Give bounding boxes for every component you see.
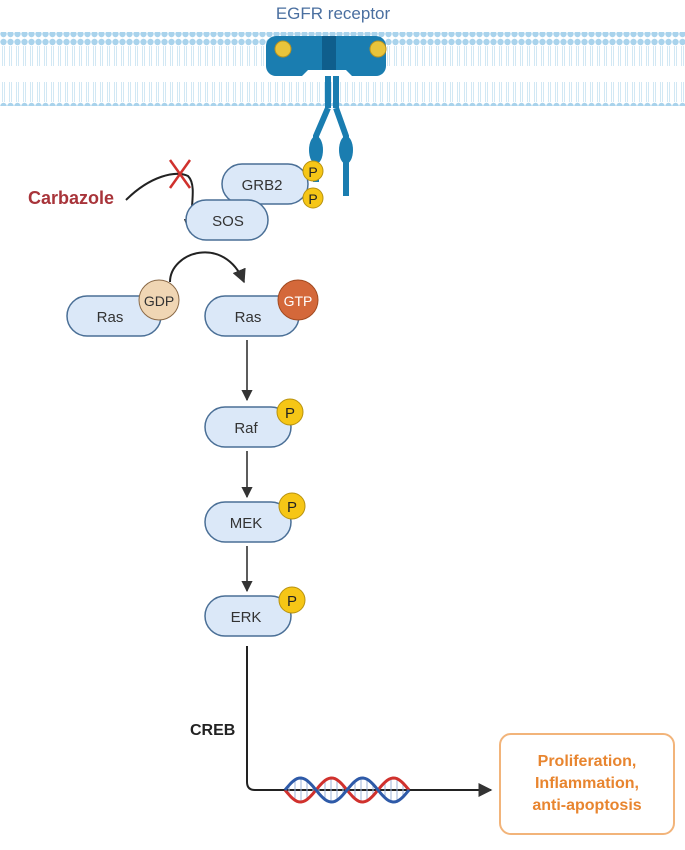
carbazole-label: Carbazole [28, 188, 114, 208]
erk-protein [204, 595, 292, 637]
grb2-label: GRB2 [242, 177, 283, 194]
raf-protein [204, 406, 292, 448]
ras-gdp-label: Ras [97, 309, 124, 326]
egfr-receptor [266, 36, 387, 196]
block-x-icon [168, 159, 192, 189]
receptor-label: EGFR receptor [276, 4, 391, 23]
erk-phospho [278, 586, 306, 614]
outcome-line-3: anti-apoptosis [532, 797, 642, 814]
mek-phospho [278, 492, 306, 520]
grb2-phospho-1-label: P [308, 164, 317, 180]
gtp-label: GTP [284, 293, 313, 309]
raf-label: Raf [234, 420, 258, 437]
erk-label: ERK [231, 609, 262, 626]
outcome-box: Proliferation, Inflammation, anti-apopto… [499, 733, 675, 835]
outcome-line-1: Proliferation, [537, 753, 637, 770]
grb2-protein [221, 163, 309, 205]
creb-pathway-line [246, 646, 493, 797]
raf-phospho [276, 398, 304, 426]
inhibition-curve [125, 172, 198, 234]
grb2-phospho-1 [302, 160, 324, 182]
raf-phospho-label: P [285, 405, 295, 422]
grb2-phospho-2 [302, 187, 324, 209]
gtp-badge [277, 279, 319, 321]
grb2-phospho-2-label: P [308, 191, 317, 207]
gdp-label: GDP [144, 293, 174, 309]
mek-phospho-label: P [287, 499, 297, 516]
mek-label: MEK [230, 515, 263, 532]
erk-phospho-label: P [287, 593, 297, 610]
sos-label: SOS [212, 213, 244, 230]
ras-gtp-label: Ras [235, 309, 262, 326]
creb-label: CREB [190, 722, 235, 739]
gdp-gtp-exchange-arrow [169, 251, 246, 284]
sos-protein [185, 199, 269, 241]
gdp-badge [138, 279, 180, 321]
mek-protein [204, 501, 292, 543]
outcome-line-2: Inflammation, [534, 775, 639, 792]
dna-helix-icon [283, 776, 411, 804]
